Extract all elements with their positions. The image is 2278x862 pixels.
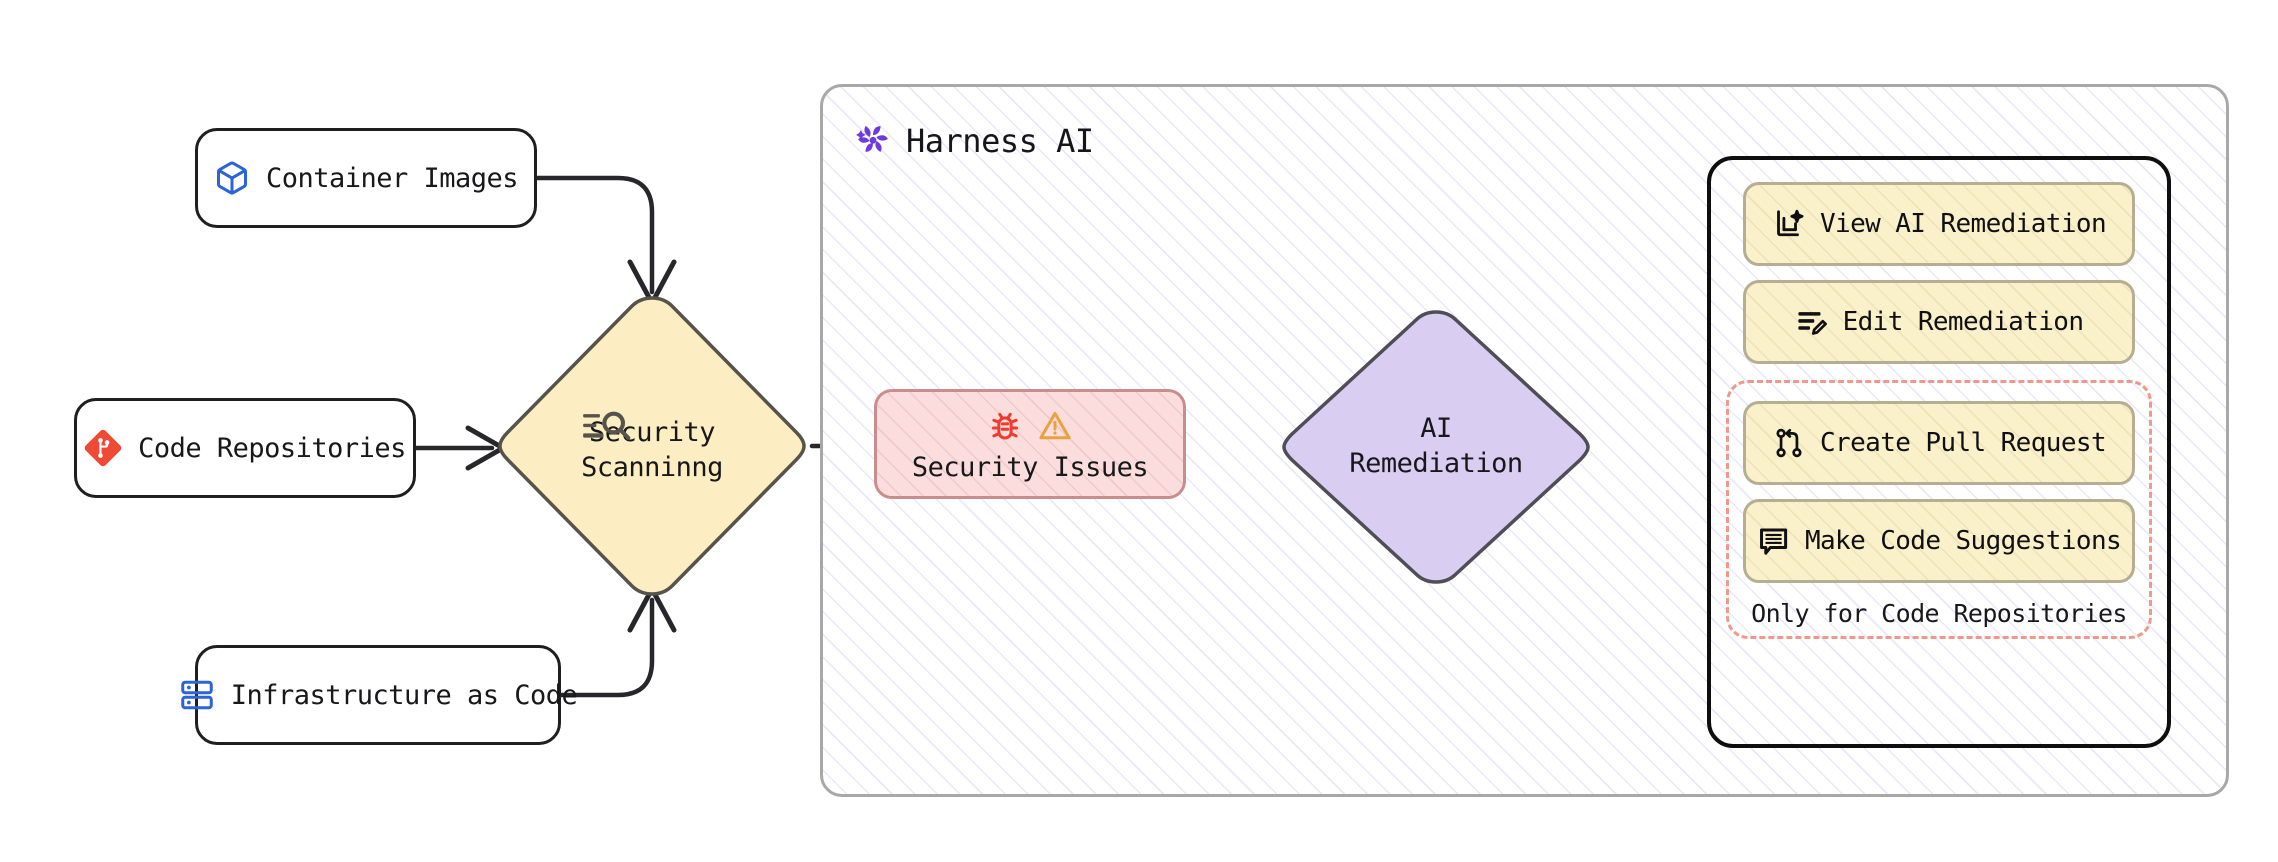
- action-label: Make Code Suggestions: [1804, 526, 2122, 556]
- source-label: Code Repositories: [138, 432, 406, 464]
- connector-container-images-to-scanning: [534, 175, 655, 295]
- security-issues-node[interactable]: Security Issues: [874, 389, 1186, 499]
- edit-list-pencil-icon: [1795, 305, 1829, 339]
- edit-remediation-button[interactable]: Edit Remediation: [1743, 280, 2135, 364]
- action-label: Create Pull Request: [1819, 428, 2107, 458]
- cube-icon: [214, 160, 250, 196]
- code-repositories-only-group: Create Pull Request Make Code Suggestion…: [1726, 380, 2152, 639]
- bug-icon: [987, 408, 1023, 448]
- harness-ai-header: Harness AI: [853, 119, 1094, 163]
- make-code-suggestions-button[interactable]: Make Code Suggestions: [1743, 499, 2135, 583]
- ai-remediation-node[interactable]: AI Remediation: [1276, 304, 1596, 590]
- source-label: Container Images: [265, 162, 519, 194]
- connector-iac-to-scanning: [558, 597, 655, 698]
- ai-sparkle-page-icon: [1772, 207, 1806, 241]
- comment-lines-icon: [1757, 524, 1791, 558]
- view-ai-remediation-button[interactable]: View AI Remediation: [1743, 182, 2135, 266]
- create-pull-request-button[interactable]: Create Pull Request: [1743, 401, 2135, 485]
- action-label: View AI Remediation: [1819, 209, 2107, 239]
- diamond-shape: [498, 296, 806, 596]
- security-issues-label: Security Issues: [911, 451, 1149, 483]
- pull-request-icon: [1772, 426, 1806, 460]
- diamond-shape: [1282, 310, 1590, 584]
- action-label: Edit Remediation: [1842, 307, 2084, 337]
- warning-triangle-icon: [1037, 408, 1073, 448]
- harness-pinwheel-logo: [853, 119, 893, 163]
- harness-ai-title: Harness AI: [906, 122, 1094, 160]
- source-node-container-images[interactable]: Container Images: [195, 128, 537, 228]
- security-scanning-node[interactable]: Security Scanninng: [492, 290, 812, 602]
- source-label: Infrastructure as Code: [230, 679, 578, 711]
- source-node-code-repositories[interactable]: Code Repositories: [74, 398, 416, 498]
- actions-general-group: View AI Remediation Edit: [1711, 182, 2167, 364]
- security-issues-icons: [987, 408, 1073, 448]
- ai-actions-panel: View AI Remediation Edit: [1707, 156, 2171, 748]
- git-icon: [84, 429, 122, 467]
- source-node-infrastructure-as-code[interactable]: Infrastructure as Code: [180, 645, 578, 745]
- code-repositories-only-caption: Only for Code Repositories: [1751, 599, 2127, 628]
- server-stack-icon: [179, 677, 215, 713]
